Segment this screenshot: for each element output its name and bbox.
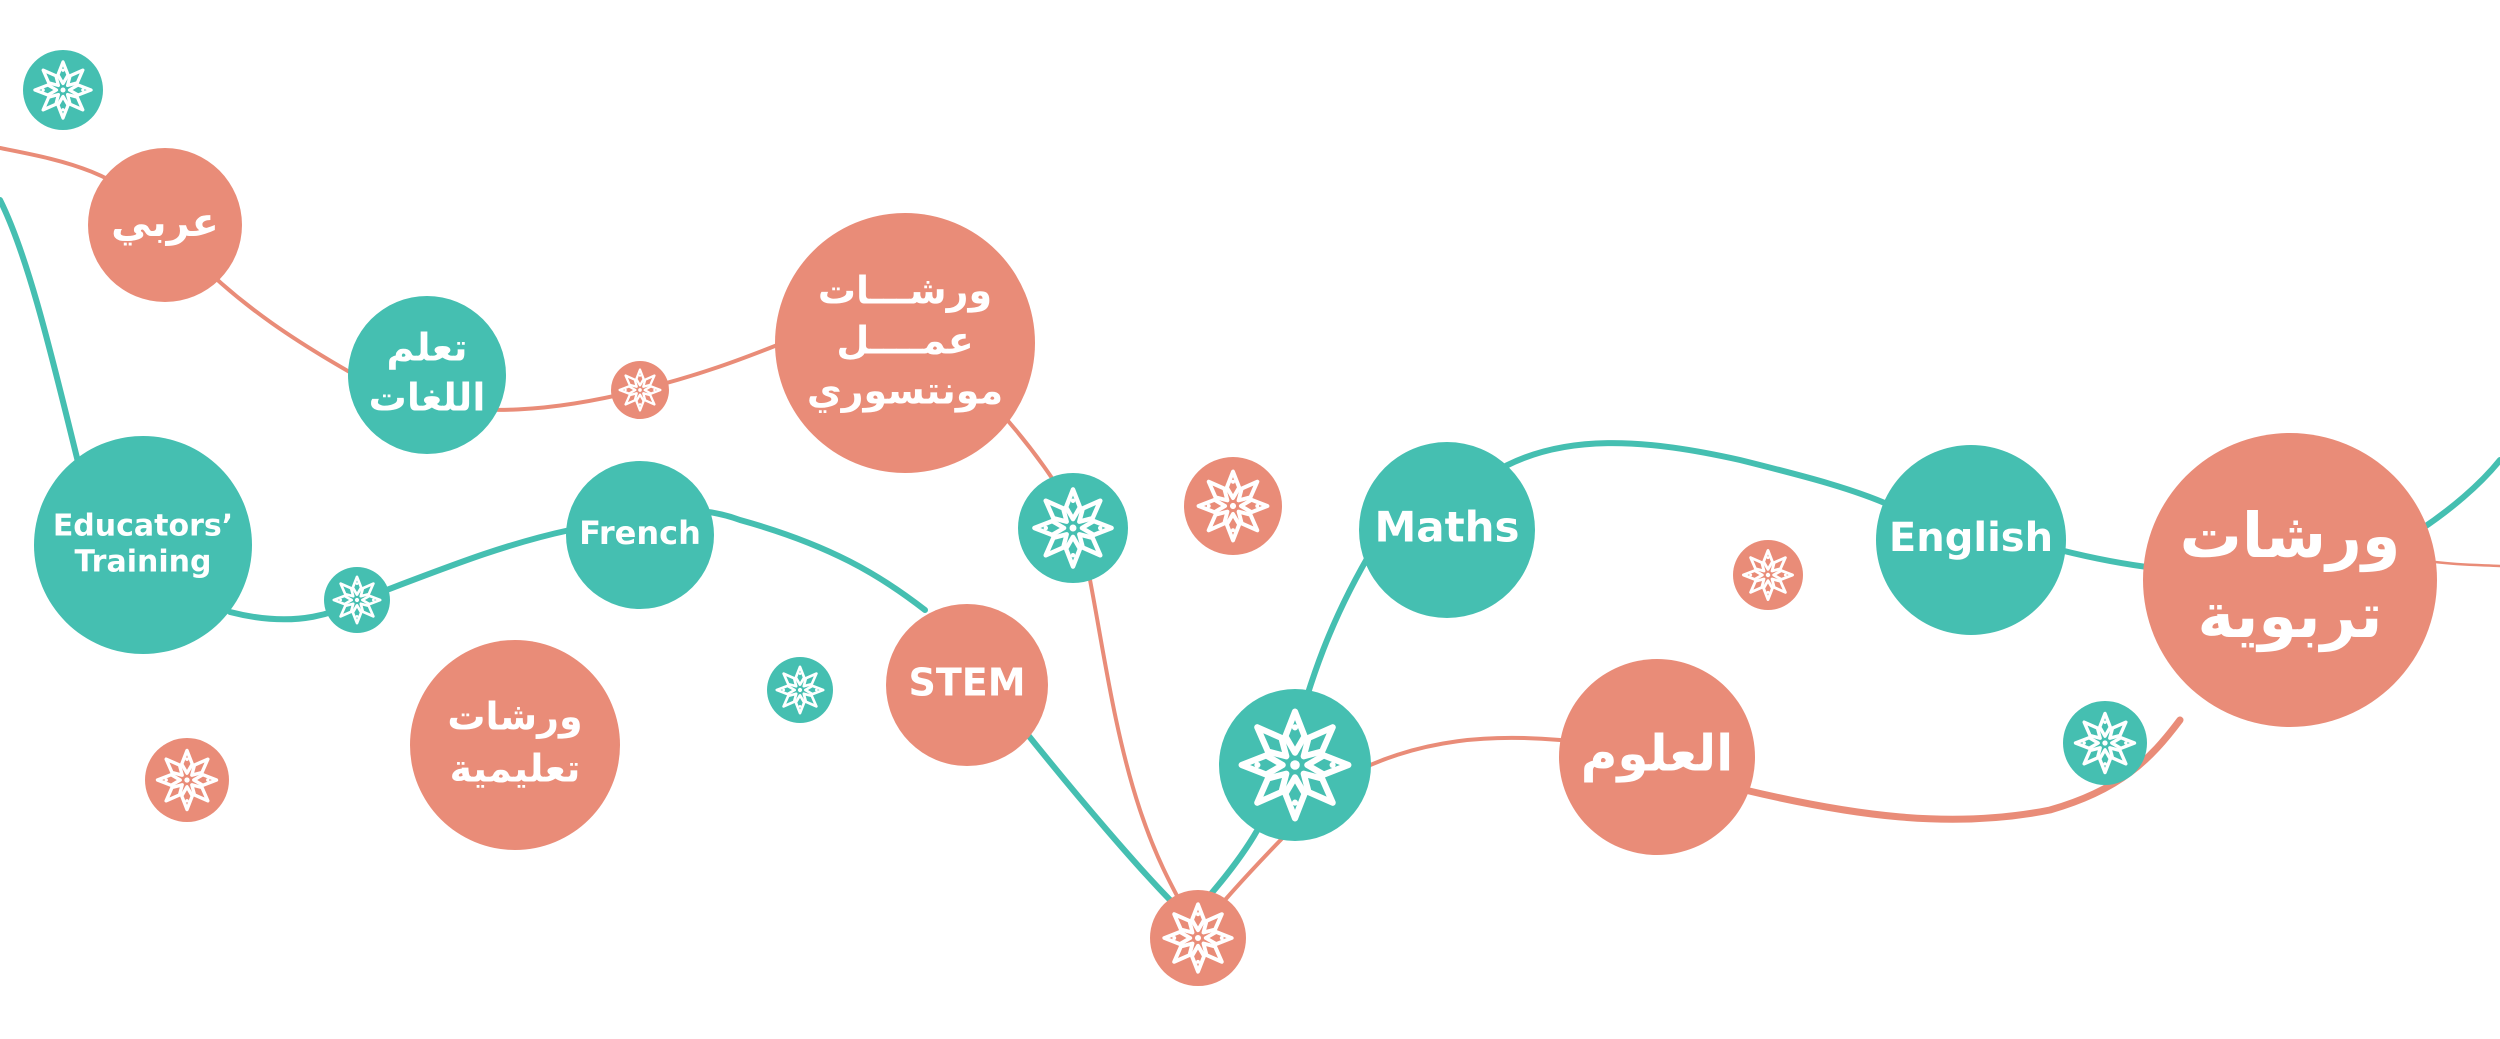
teal-curve-stem-down bbox=[1017, 722, 1178, 908]
ornament-disc bbox=[23, 50, 103, 130]
node-circle bbox=[775, 213, 1035, 473]
node-label: تربوية bbox=[2198, 579, 2383, 652]
salmon-curve-montessori-down bbox=[968, 378, 1200, 937]
node-circle bbox=[566, 461, 714, 609]
node-label: مونتسوري bbox=[807, 369, 1003, 413]
node-circle bbox=[886, 604, 1048, 766]
node-label: اللغات bbox=[369, 376, 486, 420]
node-circle bbox=[88, 148, 242, 302]
star-motif-icon bbox=[158, 751, 217, 810]
ornament-disc bbox=[767, 657, 833, 723]
star-motif-icon bbox=[1743, 550, 1792, 599]
ornament-disc bbox=[2063, 701, 2147, 785]
salmon-curve-right-edge bbox=[2433, 560, 2500, 568]
node-stem: STEM bbox=[886, 604, 1048, 766]
star-motif-icon bbox=[777, 667, 823, 713]
node-circle bbox=[2143, 433, 2437, 727]
node-educational-workshops: ورشات تعليمية bbox=[410, 640, 620, 850]
node-circle bbox=[410, 640, 620, 850]
topic-nodes: عربي تعلم اللغات ورشـــات عمــــل مونتسوري Edu… bbox=[34, 148, 2437, 855]
star-motif-icon bbox=[1242, 712, 1349, 819]
ornament-disc bbox=[1018, 473, 1128, 583]
ornament-disc bbox=[1184, 457, 1282, 555]
node-circle bbox=[1876, 445, 2066, 635]
node-label: تعليمية bbox=[450, 747, 581, 791]
node-circle bbox=[348, 296, 506, 454]
ornament-disc bbox=[1219, 689, 1371, 841]
teal-curve-maths-english bbox=[1487, 440, 1903, 513]
node-label: ورشـــات bbox=[818, 269, 992, 314]
star-motif-icon bbox=[620, 370, 661, 411]
node-label: Training bbox=[75, 545, 212, 580]
node-label: Maths bbox=[1374, 503, 1519, 552]
node-label: تعلم bbox=[386, 326, 467, 371]
node-label: ورشات bbox=[447, 695, 582, 740]
salmon-curve-sciences-right bbox=[1741, 716, 2184, 823]
ornament-disc bbox=[145, 738, 229, 822]
node-label: العلوم bbox=[1581, 725, 1734, 784]
teal-curve-english-workshops bbox=[2057, 547, 2158, 571]
node-sciences: العلوم bbox=[1559, 659, 1755, 855]
ornament-disc bbox=[611, 361, 669, 419]
node-label: عربي bbox=[111, 200, 219, 246]
ornament-disc bbox=[1733, 540, 1803, 610]
node-english: English bbox=[1876, 445, 2066, 635]
node-circle bbox=[34, 436, 252, 654]
node-maths: Maths bbox=[1359, 442, 1535, 618]
star-motif-icon bbox=[1199, 472, 1268, 541]
node-french: French bbox=[566, 461, 714, 609]
node-label: عمــــل bbox=[836, 319, 973, 363]
node-educators-training: Educators’Training bbox=[34, 436, 252, 654]
ornament-disc bbox=[324, 567, 390, 633]
node-label: STEM bbox=[908, 661, 1025, 705]
teal-curve-right-edge bbox=[2417, 457, 2500, 533]
star-motif-icon bbox=[1034, 489, 1111, 566]
node-arabi: عربي bbox=[88, 148, 242, 302]
node-label: Educators’ bbox=[53, 509, 233, 544]
star-motif-icon bbox=[2076, 714, 2135, 773]
ornament-disc bbox=[1150, 890, 1246, 986]
node-montessori: ورشـــات عمــــل مونتسوري bbox=[775, 213, 1035, 473]
ornament-markers bbox=[23, 50, 2147, 986]
node-label: English bbox=[1889, 515, 2053, 561]
star-motif-icon bbox=[1164, 904, 1231, 971]
teal-curve-left-edge bbox=[0, 197, 83, 473]
node-circle bbox=[1559, 659, 1755, 855]
node-circle bbox=[1359, 442, 1535, 618]
node-learn-languages: تعلم اللغات bbox=[348, 296, 506, 454]
node-label: French bbox=[579, 514, 701, 552]
star-motif-icon bbox=[35, 62, 91, 118]
star-motif-icon bbox=[334, 577, 380, 623]
node-label: ورشات bbox=[2180, 499, 2401, 572]
